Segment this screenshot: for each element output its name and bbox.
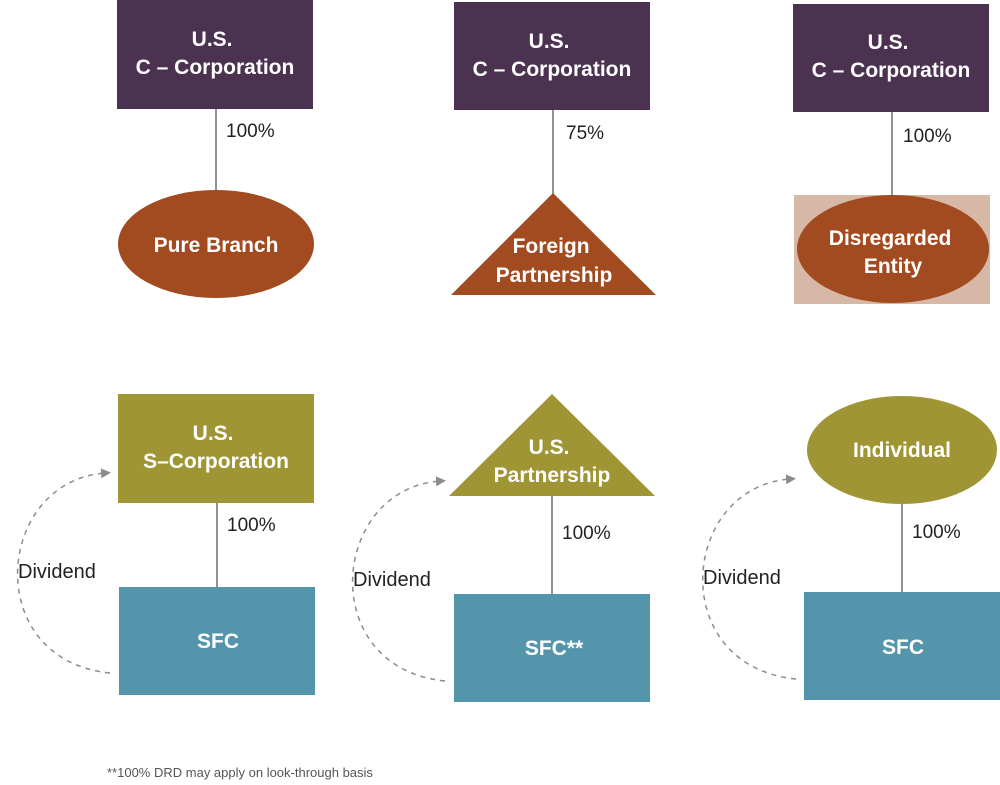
bottom-col2-group: U.S. Partnership 100% SFC** Dividend	[351, 394, 655, 702]
label-line-2: C – Corporation	[812, 59, 971, 82]
foreign-partnership-triangle	[451, 193, 656, 295]
ownership-percent: 100%	[562, 523, 611, 544]
label-line-1: Individual	[853, 439, 951, 462]
us-partnership-triangle	[449, 394, 655, 496]
individual-ellipse	[807, 396, 997, 504]
ownership-percent: 100%	[226, 121, 275, 142]
sfc-label: SFC	[882, 636, 924, 659]
sfc-box	[119, 587, 315, 695]
disregarded-entity-ellipse	[797, 195, 989, 303]
label-line-1: U.S.	[529, 30, 570, 53]
label-line-2: C – Corporation	[136, 56, 295, 79]
ownership-percent: 100%	[903, 126, 952, 147]
bottom-col3-group: Individual 100% SFC Dividend	[702, 396, 1000, 700]
us-c-corporation-box	[793, 4, 989, 112]
individual-label: Individual	[853, 439, 951, 462]
sfc-box	[804, 592, 1000, 700]
label-line-1: SFC	[197, 630, 239, 653]
label-line-2: Partnership	[494, 464, 611, 487]
label-line-1: U.S.	[192, 28, 233, 51]
disregarded-entity-label: Disregarded Entity	[829, 227, 957, 278]
dividend-label: Dividend	[703, 567, 781, 589]
us-c-corporation-box	[117, 0, 313, 109]
label-line-1: U.S.	[529, 436, 570, 459]
label-line-1: Disregarded	[829, 227, 952, 250]
sfc-label: SFC**	[525, 637, 584, 660]
pure-branch-ellipse	[118, 190, 314, 298]
ownership-percent: 100%	[227, 515, 276, 536]
ownership-percent: 75%	[566, 123, 604, 144]
top-col1-group: U.S. C – Corporation 100% Pure Branch	[117, 0, 314, 298]
top-col2-group: U.S. C – Corporation 75% Foreign Partner…	[451, 2, 656, 295]
dividend-arrow	[351, 476, 446, 682]
label-line-1: SFC**	[525, 637, 584, 660]
dividend-label: Dividend	[353, 569, 431, 591]
us-partnership-label: U.S. Partnership	[494, 436, 611, 487]
us-c-corporation-box	[454, 2, 650, 110]
sfc-box	[454, 594, 650, 702]
label-line-1: U.S.	[868, 31, 909, 54]
pure-branch-label: Pure Branch	[154, 234, 279, 257]
sfc-label: SFC	[197, 630, 239, 653]
label-line-2: C – Corporation	[473, 58, 632, 81]
top-col3-group: U.S. C – Corporation 100% Disregarded En…	[793, 4, 990, 304]
dividend-label: Dividend	[18, 561, 96, 583]
dividend-arrow	[16, 468, 111, 674]
label-line-1: SFC	[882, 636, 924, 659]
ownership-percent: 100%	[912, 522, 961, 543]
foreign-partnership-label: Foreign Partnership	[496, 235, 613, 287]
footnote: **100% DRD may apply on look-through bas…	[107, 765, 373, 780]
us-s-corporation-label: U.S. S–Corporation	[143, 422, 289, 473]
label-line-2: S–Corporation	[143, 450, 289, 473]
dividend-arrow	[702, 474, 797, 680]
label-line-2: Partnership	[496, 264, 613, 287]
label-line-1: Foreign	[513, 235, 590, 258]
label-line-1: U.S.	[193, 422, 234, 445]
label-line-1: Pure Branch	[154, 234, 279, 257]
us-c-corporation-label: U.S. C – Corporation	[812, 31, 971, 82]
label-line-2: Entity	[864, 255, 923, 278]
us-s-corporation-box	[118, 394, 314, 503]
us-c-corporation-label: U.S. C – Corporation	[136, 28, 295, 79]
us-c-corporation-label: U.S. C – Corporation	[473, 30, 632, 81]
bottom-col1-group: U.S. S–Corporation 100% SFC Dividend	[16, 394, 315, 695]
